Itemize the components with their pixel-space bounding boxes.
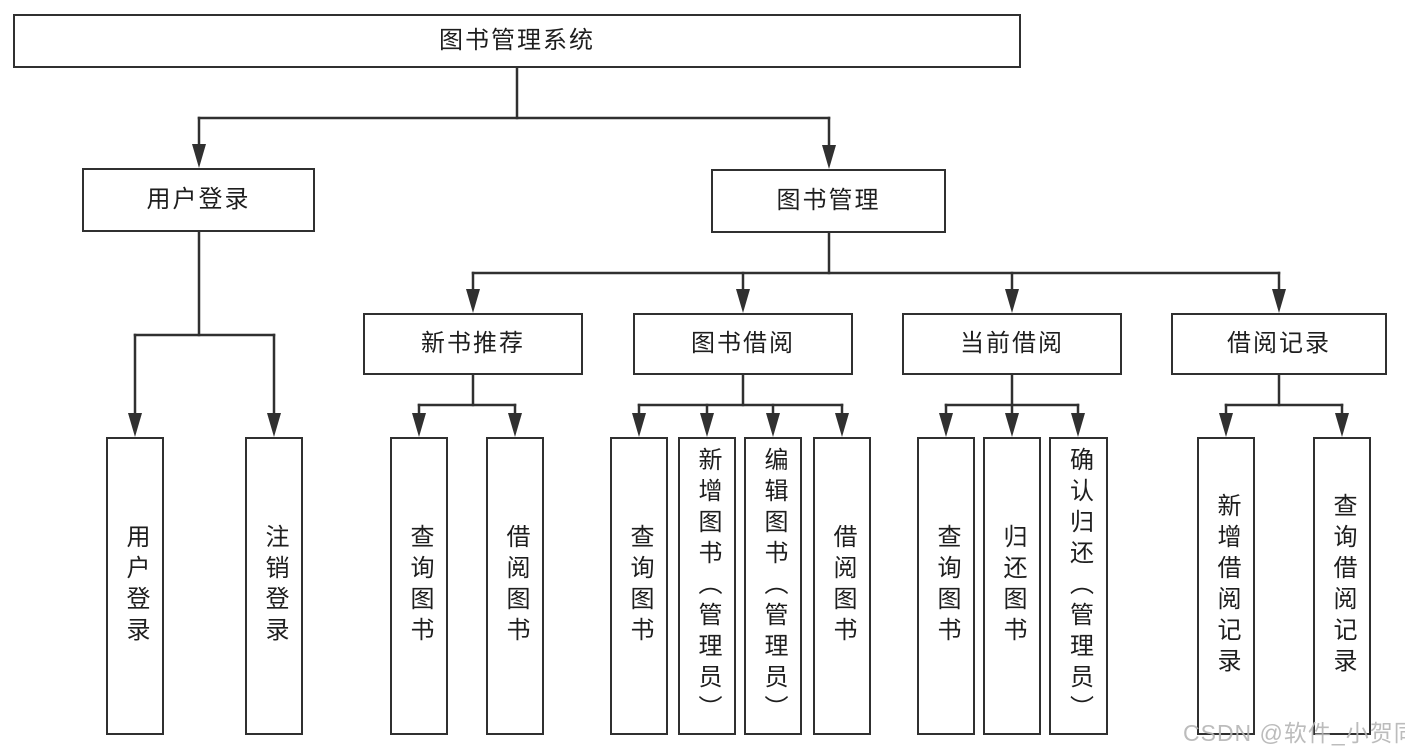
connector-current-borrowing-to-leaves [939,373,1085,437]
node-new-book-recommend: 新书推荐 [363,313,583,375]
node-book-management-module: 图书管理 [711,169,946,233]
node-leaf-query-books-borrow: 查询图书 [610,437,668,735]
arrowhead-icon [412,413,426,437]
node-leaf-return-book: 归还图书 [983,437,1041,735]
arrowhead-icon [835,413,849,437]
connector-book-borrowing-to-leaves [632,373,849,437]
node-leaf-logout: 注销登录 [245,437,303,735]
node-leaf-add-borrow-record: 新增借阅记录 [1197,437,1255,735]
node-leaf-query-books-rec: 查询图书 [390,437,448,735]
arrowhead-icon [128,413,142,437]
arrowhead-icon [1272,289,1286,313]
arrowhead-icon [736,289,750,313]
arrowhead-icon [192,144,206,168]
arrowhead-icon [1005,413,1019,437]
node-leaf-borrow-books-rec: 借阅图书 [486,437,544,735]
arrowhead-icon [508,413,522,437]
arrowhead-icon [1219,413,1233,437]
watermark: CSDN @软件_小贺同学 [1183,720,1405,746]
node-leaf-edit-book-admin: 编辑图书（管理员） [744,437,802,735]
node-leaf-user-login: 用户登录 [106,437,164,735]
node-leaf-add-book-admin: 新增图书（管理员） [678,437,736,735]
connector-new-book-recommend-to-leaves [412,373,522,437]
arrowhead-icon [1335,413,1349,437]
connector-root-to-level2 [192,66,836,169]
connector-user-login-to-leaves [128,230,281,437]
node-root-system: 图书管理系统 [13,14,1021,68]
node-book-borrowing: 图书借阅 [633,313,853,375]
arrowhead-icon [766,413,780,437]
node-leaf-query-books-current: 查询图书 [917,437,975,735]
node-user-login-module: 用户登录 [82,168,315,232]
node-borrowing-records: 借阅记录 [1171,313,1387,375]
arrowhead-icon [267,413,281,437]
node-leaf-query-borrow-record: 查询借阅记录 [1313,437,1371,735]
connector-book-management-to-level3 [466,231,1286,313]
arrowhead-icon [466,289,480,313]
connector-borrowing-records-to-leaves [1219,373,1349,437]
node-leaf-confirm-return-admin: 确认归还（管理员） [1049,437,1108,735]
arrowhead-icon [939,413,953,437]
node-leaf-borrow-books-2: 借阅图书 [813,437,871,735]
arrowhead-icon [700,413,714,437]
arrowhead-icon [1071,413,1085,437]
node-current-borrowing: 当前借阅 [902,313,1122,375]
arrowhead-icon [632,413,646,437]
arrowhead-icon [822,145,836,169]
arrowhead-icon [1005,289,1019,313]
